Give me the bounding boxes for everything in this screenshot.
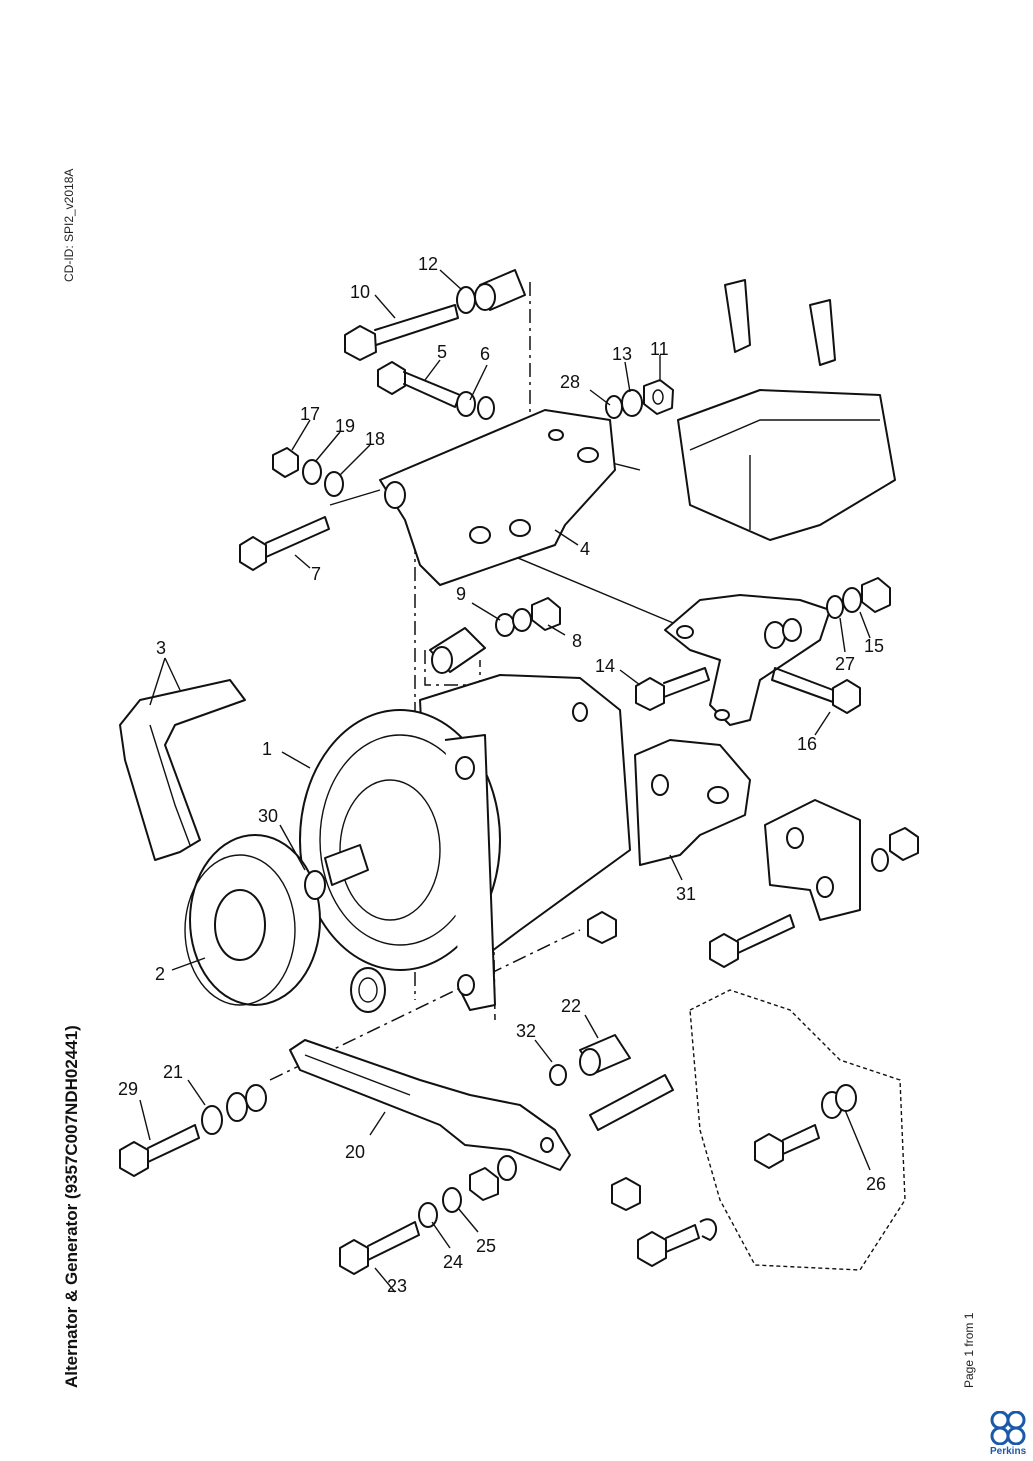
callout-16: 16 xyxy=(797,711,831,754)
callout-15: 15 xyxy=(859,611,884,656)
callout-4: 4 xyxy=(554,529,590,559)
svg-text:13: 13 xyxy=(612,344,632,364)
sleeve-washer xyxy=(350,967,386,1013)
svg-text:2: 2 xyxy=(155,964,165,984)
callout-23: 23 xyxy=(374,1267,407,1296)
drive-belts-3 xyxy=(119,679,246,861)
svg-text:14: 14 xyxy=(595,656,615,676)
svg-text:24: 24 xyxy=(443,1252,463,1272)
svg-text:9: 9 xyxy=(456,584,466,604)
svg-text:3: 3 xyxy=(156,638,166,658)
perkins-logo xyxy=(990,1411,1026,1445)
alternator-1 xyxy=(299,674,631,1011)
svg-text:15: 15 xyxy=(864,636,884,656)
terminal-connector-block xyxy=(677,279,896,541)
callout-11: 11 xyxy=(650,339,669,380)
svg-text:18: 18 xyxy=(365,429,385,449)
svg-text:16: 16 xyxy=(797,734,817,754)
lower-fasteners xyxy=(611,1177,718,1267)
svg-text:26: 26 xyxy=(866,1174,886,1194)
callout-7: 7 xyxy=(294,554,321,584)
svg-text:28: 28 xyxy=(560,372,580,392)
svg-text:27: 27 xyxy=(835,654,855,674)
bolt-5 xyxy=(377,361,495,420)
callout-24: 24 xyxy=(431,1221,463,1272)
callout-2: 2 xyxy=(155,957,206,984)
callout-26: 26 xyxy=(844,1109,886,1194)
pulley-2 xyxy=(184,834,326,1006)
svg-text:1: 1 xyxy=(262,739,272,759)
callout-30: 30 xyxy=(258,806,306,871)
callout-32: 32 xyxy=(516,1021,553,1063)
nut-11 xyxy=(605,379,674,419)
svg-text:22: 22 xyxy=(561,996,581,1016)
stud xyxy=(589,1074,674,1131)
spacer-22 xyxy=(549,1034,631,1086)
callout-17: 17 xyxy=(291,404,320,451)
timing-case-plate xyxy=(689,989,906,1271)
callout-31: 31 xyxy=(669,854,696,904)
svg-text:25: 25 xyxy=(476,1236,496,1256)
callout-3: 3 xyxy=(149,638,181,706)
svg-text:8: 8 xyxy=(572,631,582,651)
callout-18: 18 xyxy=(339,429,385,476)
svg-text:5: 5 xyxy=(437,342,447,362)
bolt-7 xyxy=(239,447,344,571)
callout-10: 10 xyxy=(350,282,396,319)
svg-text:29: 29 xyxy=(118,1079,138,1099)
bolt-10 xyxy=(344,304,459,361)
svg-text:4: 4 xyxy=(580,539,590,559)
callout-8: 8 xyxy=(547,624,582,651)
bolt-23 xyxy=(339,1155,517,1275)
svg-text:32: 32 xyxy=(516,1021,536,1041)
mounting-bracket-4 xyxy=(379,409,616,586)
svg-text:6: 6 xyxy=(480,344,490,364)
svg-text:11: 11 xyxy=(650,339,669,359)
callout-22: 22 xyxy=(561,996,599,1039)
callout-25: 25 xyxy=(457,1207,496,1256)
svg-text:23: 23 xyxy=(387,1276,407,1296)
callout-5: 5 xyxy=(424,342,447,381)
callout-12: 12 xyxy=(418,254,463,291)
spacer-12 xyxy=(456,269,526,314)
nut-8 xyxy=(429,597,561,674)
bolt-29 xyxy=(119,1084,267,1177)
callout-21: 21 xyxy=(163,1062,206,1106)
svg-text:7: 7 xyxy=(311,564,321,584)
svg-text:21: 21 xyxy=(163,1062,183,1082)
callout-1: 1 xyxy=(262,739,311,769)
callout-6: 6 xyxy=(469,344,490,401)
right-angle-bracket xyxy=(587,799,919,968)
brand-name: Perkins xyxy=(990,1446,1027,1457)
svg-text:31: 31 xyxy=(676,884,696,904)
svg-text:30: 30 xyxy=(258,806,278,826)
svg-text:19: 19 xyxy=(335,416,355,436)
callout-27: 27 xyxy=(835,617,855,674)
callout-14: 14 xyxy=(595,656,641,686)
callout-19: 19 xyxy=(314,416,355,463)
svg-text:20: 20 xyxy=(345,1142,365,1162)
svg-text:10: 10 xyxy=(350,282,370,302)
svg-text:17: 17 xyxy=(300,404,320,424)
bracket-31 xyxy=(634,739,751,866)
adjusting-link xyxy=(635,577,891,726)
adjuster-arm-20 xyxy=(289,1039,571,1171)
callout-9: 9 xyxy=(456,584,501,621)
callout-13: 13 xyxy=(612,344,632,393)
callout-28: 28 xyxy=(560,372,611,406)
callout-labels: 1 2 3 4 5 6 7 8 9 10 11 12 13 14 15 16 1… xyxy=(118,254,886,1296)
svg-text:12: 12 xyxy=(418,254,438,274)
callout-20: 20 xyxy=(345,1111,386,1162)
callout-29: 29 xyxy=(118,1079,151,1141)
